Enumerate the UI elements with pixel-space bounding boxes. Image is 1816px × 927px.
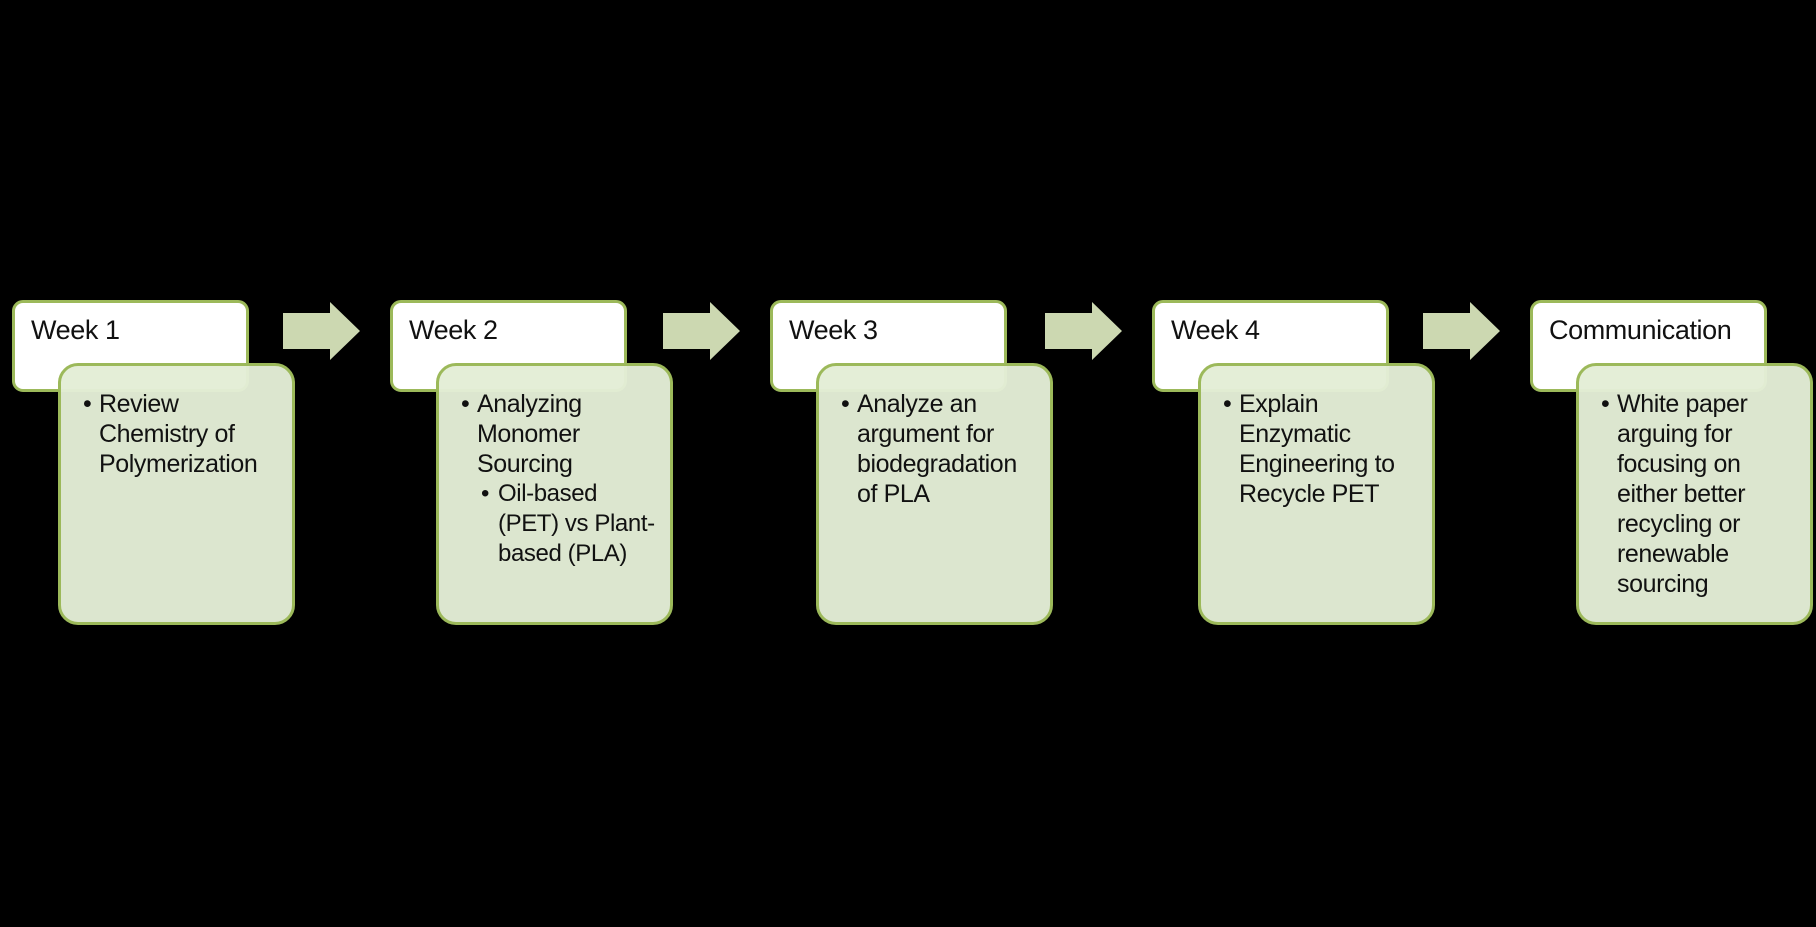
bullet-item: White paper arguing for focusing on eith… bbox=[1601, 389, 1802, 599]
step-week-2: Week 2 Analyzing Monomer Sourcing Oil-ba… bbox=[390, 300, 720, 630]
bullet-item: Review Chemistry of Polymerization bbox=[83, 389, 284, 479]
step-week-1: Week 1 Review Chemistry of Polymerizatio… bbox=[12, 300, 342, 630]
step-content-box: Explain Enzymatic Engineering to Recycle… bbox=[1198, 363, 1435, 625]
step-content-box: White paper arguing for focusing on eith… bbox=[1576, 363, 1813, 625]
bullet-list: Explain Enzymatic Engineering to Recycle… bbox=[1201, 366, 1432, 509]
step-week-4: Week 4 Explain Enzymatic Engineering to … bbox=[1152, 300, 1482, 630]
step-title: Week 4 bbox=[1171, 315, 1260, 345]
bullet-item: Explain Enzymatic Engineering to Recycle… bbox=[1223, 389, 1424, 509]
step-title: Week 2 bbox=[409, 315, 498, 345]
flow-arrow-icon bbox=[283, 302, 360, 360]
bullet-subitem: Oil-based (PET) vs Plant-based (PLA) bbox=[481, 479, 662, 569]
step-title: Week 1 bbox=[31, 315, 120, 345]
bullet-item: Analyzing Monomer Sourcing bbox=[461, 389, 662, 479]
step-title: Week 3 bbox=[789, 315, 878, 345]
step-week-3: Week 3 Analyze an argument for biodegrad… bbox=[770, 300, 1100, 630]
bullet-item: Analyze an argument for biodegradation o… bbox=[841, 389, 1042, 509]
flow-arrow-icon bbox=[1045, 302, 1122, 360]
step-title: Communication bbox=[1549, 315, 1732, 345]
flow-arrow-icon bbox=[663, 302, 740, 360]
step-content-box: Analyzing Monomer Sourcing Oil-based (PE… bbox=[436, 363, 673, 625]
flow-arrow-icon bbox=[1423, 302, 1500, 360]
step-content-box: Review Chemistry of Polymerization bbox=[58, 363, 295, 625]
bullet-list: Analyze an argument for biodegradation o… bbox=[819, 366, 1050, 509]
bullet-list: Review Chemistry of Polymerization bbox=[61, 366, 292, 479]
step-content-box: Analyze an argument for biodegradation o… bbox=[816, 363, 1053, 625]
bullet-list: White paper arguing for focusing on eith… bbox=[1579, 366, 1810, 599]
bullet-list: Analyzing Monomer Sourcing Oil-based (PE… bbox=[439, 366, 670, 569]
step-communication: Communication White paper arguing for fo… bbox=[1530, 300, 1816, 630]
